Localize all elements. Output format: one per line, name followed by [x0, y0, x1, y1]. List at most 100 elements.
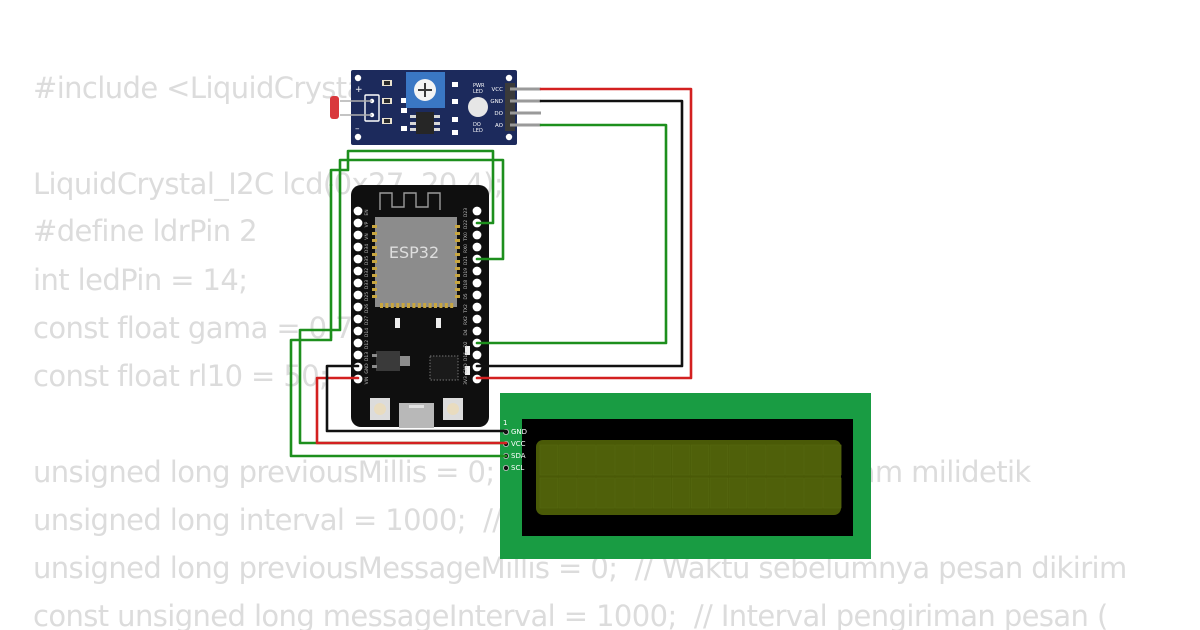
- polarity-minus-label: –: [355, 124, 360, 134]
- lcd-char-cell: [728, 477, 747, 509]
- lcd-char-cell: [785, 444, 804, 476]
- solder-pad: [372, 225, 377, 228]
- solder-pad: [428, 303, 432, 308]
- smd-resistor: [436, 318, 441, 328]
- esp32-pin-left-d35[interactable]: [353, 254, 363, 264]
- solder-pad: [455, 267, 460, 270]
- esp32-pin-label: VP: [364, 221, 370, 227]
- esp32-pin-label: TX0: [463, 232, 469, 242]
- pwr-led-label: LED: [473, 89, 483, 95]
- lcd-module[interactable]: 1 GND VCC SDA SCL: [500, 393, 871, 559]
- lcd-char-cell: [596, 477, 615, 509]
- esp32-pin-right-d19[interactable]: [472, 266, 482, 276]
- lcd-pin-label-sda: SDA: [511, 452, 526, 460]
- solder-pad: [372, 239, 377, 242]
- esp32-pin-right-d15[interactable]: [472, 350, 482, 360]
- solder-pad: [455, 239, 460, 242]
- solder-pad: [372, 232, 377, 235]
- lcd-char-cell: [615, 444, 634, 476]
- esp32-pin-left-d34[interactable]: [353, 242, 363, 252]
- solder-pad: [455, 232, 460, 235]
- mount-hole: [354, 74, 362, 82]
- solder-pad: [434, 303, 437, 308]
- code-line: int ledPin = 14;: [33, 263, 248, 297]
- esp32-pin-right-rx0[interactable]: [472, 242, 482, 252]
- esp32-pin-label: D25: [364, 292, 370, 301]
- usb-port[interactable]: [399, 403, 434, 428]
- wire-ldr-ao-to-d2[interactable]: [475, 123, 668, 345]
- lcd-char-cell: [558, 477, 577, 509]
- esp32-pin-left-vn[interactable]: [353, 230, 363, 240]
- wire-d21-to-sda[interactable]: [298, 158, 508, 445]
- lcd-char-cell: [690, 444, 710, 476]
- esp32-pin-left-en[interactable]: [353, 206, 363, 216]
- ldr-sensor-module[interactable]: + –: [330, 70, 541, 145]
- esp32-pin-left-vp[interactable]: [353, 218, 363, 228]
- lcd-char-cell: [823, 444, 842, 476]
- polarity-plus-label: +: [355, 85, 363, 95]
- lcd-char-cell: [766, 444, 785, 476]
- solder-pad: [407, 303, 410, 308]
- pin-label-gnd: GND: [490, 99, 503, 105]
- esp32-pin-left-d25[interactable]: [353, 290, 363, 300]
- voltage-regulator: [372, 351, 410, 371]
- lcd-pin-label-scl: SCL: [511, 464, 524, 472]
- esp32-pin-right-tx0[interactable]: [472, 230, 482, 240]
- esp32-pin-right-rx2[interactable]: [472, 314, 482, 324]
- smd-resistor: [395, 318, 400, 328]
- esp32-pin-label: EN: [364, 209, 370, 215]
- lcd-character-grid: [539, 444, 842, 509]
- esp32-pin-left-d33[interactable]: [353, 278, 363, 288]
- esp32-pin-label: GND: [364, 363, 370, 374]
- esp32-pin-label: 3V3: [463, 376, 469, 385]
- esp32-pin-label: D15: [463, 352, 469, 361]
- wire-gnd-to-lcd-gnd[interactable]: [325, 364, 508, 433]
- wire-d22-loop[interactable]: [329, 149, 495, 225]
- lcd-char-cell: [634, 444, 653, 476]
- esp32-pin-label: D26: [364, 304, 370, 313]
- esp32-pin-label: VN: [364, 233, 370, 239]
- esp32-pin-right-d4[interactable]: [472, 326, 482, 336]
- esp32-pin-label: D18: [463, 280, 469, 289]
- solder-pad: [372, 260, 377, 263]
- lcd-char-cell: [539, 444, 558, 476]
- lcd-char-cell: [671, 444, 691, 476]
- esp32-pin-right-tx2[interactable]: [472, 302, 482, 312]
- esp32-pin-right-d18[interactable]: [472, 278, 482, 288]
- lcd-char-cell: [577, 444, 596, 476]
- esp32-pin-left-d12[interactable]: [353, 338, 363, 348]
- esp32-pin-left-d32[interactable]: [353, 266, 363, 276]
- solder-pad: [372, 246, 377, 249]
- esp32-pin-left-d13[interactable]: [353, 350, 363, 360]
- esp32-pin-label: VIN: [364, 377, 370, 385]
- wire-ldr-gnd-to-gnd[interactable]: [475, 99, 684, 368]
- esp32-pin-label: D21: [463, 256, 469, 265]
- pwr-led-label: PWR: [473, 83, 485, 89]
- do-led-label: LED: [473, 128, 483, 134]
- esp32-shield: [375, 217, 457, 307]
- wire-ldr-vcc-to-3v3[interactable]: [475, 87, 693, 380]
- esp32-pin-label: TX2: [463, 304, 469, 314]
- solder-pad: [455, 281, 460, 284]
- pcb-antenna: [379, 192, 441, 210]
- solder-pad: [372, 295, 377, 298]
- wire-d22-to-scl[interactable]: [289, 183, 508, 458]
- esp32-pin-right-d23[interactable]: [472, 206, 482, 216]
- lcd-char-cell: [596, 444, 615, 476]
- esp32-pin-left-d14[interactable]: [353, 326, 363, 336]
- esp32-pin-label: D13: [364, 352, 370, 361]
- lcd-char-cell: [747, 444, 766, 476]
- wire-vin-to-lcd-vcc[interactable]: [315, 376, 508, 445]
- esp32-pin-left-d27[interactable]: [353, 314, 363, 324]
- esp32-pin-right-d5[interactable]: [472, 290, 482, 300]
- lcd-char-cell: [747, 477, 766, 509]
- lcd-pin-scl[interactable]: [502, 464, 509, 471]
- boot-button[interactable]: [443, 398, 463, 420]
- esp32-chip-label: ESP32: [389, 243, 439, 262]
- esp32-pin-left-d26[interactable]: [353, 302, 363, 312]
- esp32-pin-label: D5: [463, 293, 469, 299]
- lcd-char-cell: [671, 477, 691, 509]
- potentiometer[interactable]: [406, 72, 445, 108]
- en-button[interactable]: [370, 398, 390, 420]
